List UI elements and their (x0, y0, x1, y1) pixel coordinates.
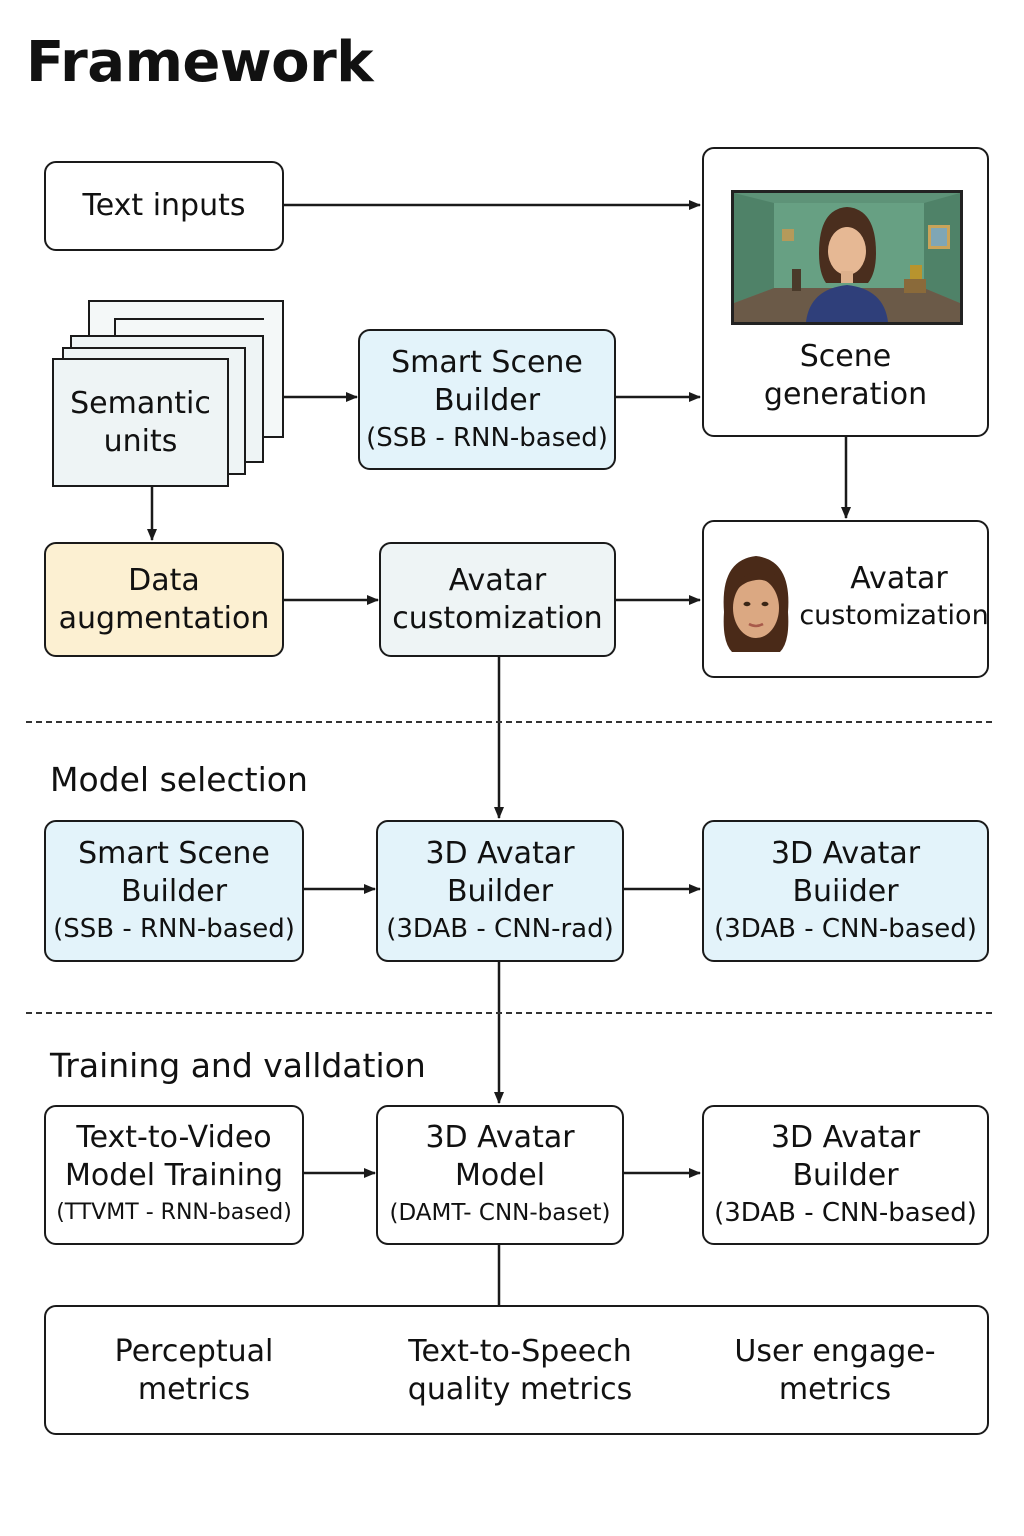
semantic-units-line2: units (103, 423, 178, 459)
training-damt-line3: (DAMT- CNN-baset) (389, 1200, 611, 1226)
training-3dab-line1: 3D Avatar (770, 1120, 921, 1155)
model-3dab-based-box: 3D Avatar Buiider (3DAB - CNN-based) (702, 820, 989, 962)
training-3dab-box: 3D Avatar Builder (3DAB - CNN-based) (702, 1105, 989, 1245)
avatar-customization-line2: customization (392, 600, 603, 636)
scene-image (731, 190, 963, 325)
training-damt-line2: Model (454, 1158, 546, 1193)
model-3dab-rad-line2: Builder (446, 874, 554, 909)
page-title: Framework (26, 30, 373, 95)
section-divider-2 (26, 1012, 992, 1014)
training-ttvmt-line2: Model Training (65, 1158, 283, 1193)
training-damt-line1: 3D Avatar (425, 1120, 575, 1155)
metrics-box (44, 1305, 989, 1435)
avatar-customization-line1: Avatar (448, 562, 547, 598)
text-inputs-box: Text inputs (44, 161, 284, 251)
metric-engagement-line1: User engage- (734, 1334, 936, 1369)
data-augmentation-box: Data augmentation (44, 542, 284, 657)
model-3dab-based-line3: (3DAB - CNN-based) (714, 914, 977, 944)
model-3dab-based-line1: 3D Avatar (770, 836, 921, 871)
metric-tts-line1: Text-to-Speech (408, 1334, 632, 1369)
model-ssb-line2: Builder (120, 874, 228, 909)
ssb-line3: (SSB - RNN-based) (366, 422, 608, 453)
ssb-line1: Smart Scene (391, 344, 583, 380)
training-ttvmt-line3: (TTVMT - RNN-based) (56, 1200, 292, 1225)
training-ttvmt-line1: Text-to-Video (76, 1120, 272, 1155)
data-augmentation-line1: Data (128, 562, 200, 598)
text-inputs-label: Text inputs (82, 188, 246, 223)
metric-perceptual-line2: metrics (137, 1372, 251, 1407)
metric-tts-quality: Text-to-Speech quality metrics (380, 1333, 660, 1409)
section-divider-1 (26, 721, 992, 723)
model-ssb-line1: Smart Scene (78, 836, 270, 871)
metric-perceptual: Perceptual metrics (84, 1333, 304, 1409)
scene-generation-label: Scene generation (702, 338, 989, 414)
data-augmentation-line2: augmentation (58, 600, 270, 636)
metric-engagement-line2: metrics (778, 1372, 892, 1407)
avatar-output-line2: customization (799, 600, 989, 631)
model-3dab-rad-line3: (3DAB - CNN-rad) (386, 914, 614, 944)
metric-user-engagement: User engage- metrics (710, 1333, 960, 1409)
section-title-training: Training and valldation (50, 1046, 426, 1085)
metric-tts-line2: quality metrics (407, 1372, 633, 1407)
training-3dab-line3: (3DAB - CNN-based) (714, 1198, 977, 1228)
training-ttvmt-box: Text-to-Video Model Training (TTVMT - RN… (44, 1105, 304, 1245)
model-ssb-line3: (SSB - RNN-based) (53, 914, 295, 944)
scene-generation-line1: Scene (799, 339, 892, 374)
avatar-customization-box: Avatar customization (379, 542, 616, 657)
section-title-model-selection: Model selection (50, 760, 308, 799)
model-3dab-rad-box: 3D Avatar Builder (3DAB - CNN-rad) (376, 820, 624, 962)
avatar-output-line1: Avatar (850, 561, 948, 596)
semantic-units-card: Semantic units (52, 358, 229, 487)
model-3dab-rad-line1: 3D Avatar (425, 836, 575, 871)
avatar-output-label: Avatar customization (796, 560, 992, 634)
metric-perceptual-line1: Perceptual (114, 1334, 274, 1369)
semantic-units-line1: Semantic (70, 385, 211, 421)
ssb-line2: Builder (433, 382, 541, 418)
scene-generation-line2: generation (763, 377, 928, 412)
training-damt-box: 3D Avatar Model (DAMT- CNN-baset) (376, 1105, 624, 1245)
model-ssb-box: Smart Scene Builder (SSB - RNN-based) (44, 820, 304, 962)
training-3dab-line2: Builder (792, 1158, 899, 1193)
avatar-face-image (716, 552, 796, 652)
model-3dab-based-line2: Buiider (792, 874, 899, 909)
smart-scene-builder-box: Smart Scene Builder (SSB - RNN-based) (358, 329, 616, 470)
